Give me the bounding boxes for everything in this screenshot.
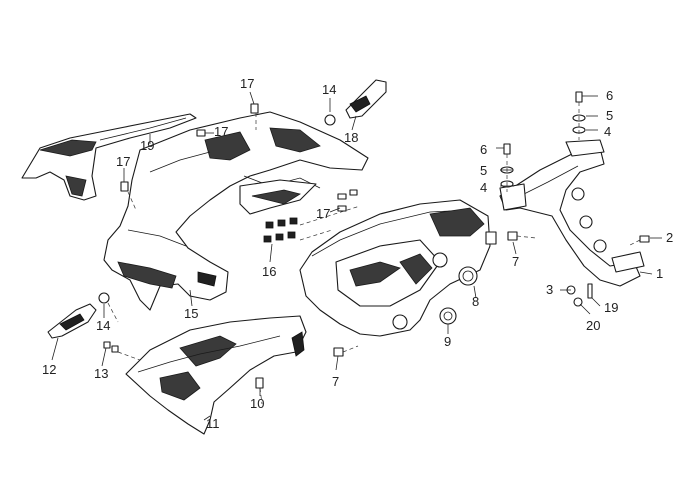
callout-16: 16 xyxy=(262,264,276,279)
callout-17-middle: 17 xyxy=(316,206,330,221)
part-1-mounting-bracket xyxy=(499,139,645,287)
callout-7-right: 7 xyxy=(512,254,519,269)
part-16-clip-group xyxy=(263,217,298,243)
callout-7-left: 7 xyxy=(332,374,339,389)
callout-15: 15 xyxy=(184,306,198,321)
callout-17-top: 17 xyxy=(240,76,254,91)
part-15-front-cowl xyxy=(103,111,369,311)
callout-14-top: 14 xyxy=(322,82,336,97)
callout-20: 20 xyxy=(586,318,600,333)
callout-17-left: 17 xyxy=(116,154,130,169)
callout-5-left: 5 xyxy=(480,163,487,178)
callout-3: 3 xyxy=(546,282,553,297)
part-8-headlight-assembly xyxy=(299,199,497,337)
callout-9: 9 xyxy=(444,334,451,349)
callout-labels: 1 2 3 4 4 5 5 6 6 7 7 8 9 10 11 12 13 14… xyxy=(42,76,673,431)
callout-5-right: 5 xyxy=(606,108,613,123)
callout-8: 8 xyxy=(472,294,479,309)
callout-10: 10 xyxy=(250,396,264,411)
callout-19-left: 19 xyxy=(140,138,154,153)
callout-12: 12 xyxy=(42,362,56,377)
part-11-lower-cover xyxy=(125,315,307,435)
callout-13: 13 xyxy=(94,366,108,381)
leader-lines xyxy=(51,91,662,421)
callout-6-left: 6 xyxy=(480,142,487,157)
callout-6-right: 6 xyxy=(606,88,613,103)
callout-4-right: 4 xyxy=(604,124,611,139)
callout-14-left: 14 xyxy=(96,318,110,333)
callout-2: 2 xyxy=(666,230,673,245)
callout-1: 1 xyxy=(656,266,663,281)
callout-19-right: 19 xyxy=(604,300,618,315)
callout-18: 18 xyxy=(344,130,358,145)
part-19-upper-trim xyxy=(21,113,197,201)
callout-17-upper: 17 xyxy=(214,124,228,139)
callout-11: 11 xyxy=(206,416,220,431)
callout-4-left: 4 xyxy=(480,180,487,195)
